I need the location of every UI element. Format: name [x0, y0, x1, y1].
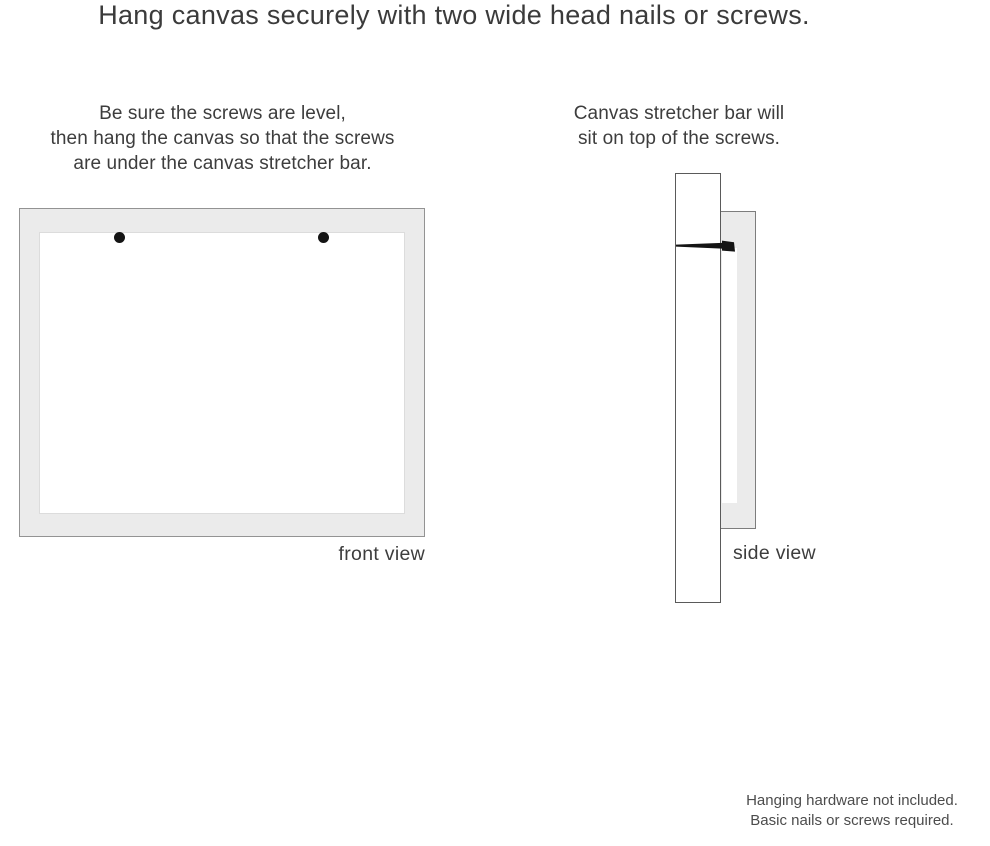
instruction-line: are under the canvas stretcher bar. — [73, 153, 372, 174]
side-canvas-inner — [722, 248, 737, 503]
nail-icon — [676, 240, 735, 252]
footnote-line: Hanging hardware not included. — [746, 792, 958, 809]
side-view-label: side view — [733, 542, 816, 564]
footnote-line: Basic nails or screws required. — [750, 812, 954, 829]
hardware-footnote: Hanging hardware not included. Basic nai… — [732, 791, 972, 831]
instruction-line: then hang the canvas so that the screws — [50, 128, 395, 149]
instruction-line: sit on top of the screws. — [577, 128, 781, 149]
page-title: Hang canvas securely with two wide head … — [98, 0, 810, 30]
front-canvas-inner — [39, 232, 405, 514]
front-view-instructions: Be sure the screws are level, then hang … — [20, 101, 425, 176]
instruction-line: Canvas stretcher bar will — [573, 103, 785, 124]
instruction-line: Be sure the screws are level, — [99, 103, 346, 124]
screw-dot-left — [114, 232, 125, 243]
side-view-instructions: Canvas stretcher bar will sit on top of … — [559, 101, 799, 151]
front-view-label: front view — [338, 543, 425, 565]
screw-dot-right — [318, 232, 329, 243]
